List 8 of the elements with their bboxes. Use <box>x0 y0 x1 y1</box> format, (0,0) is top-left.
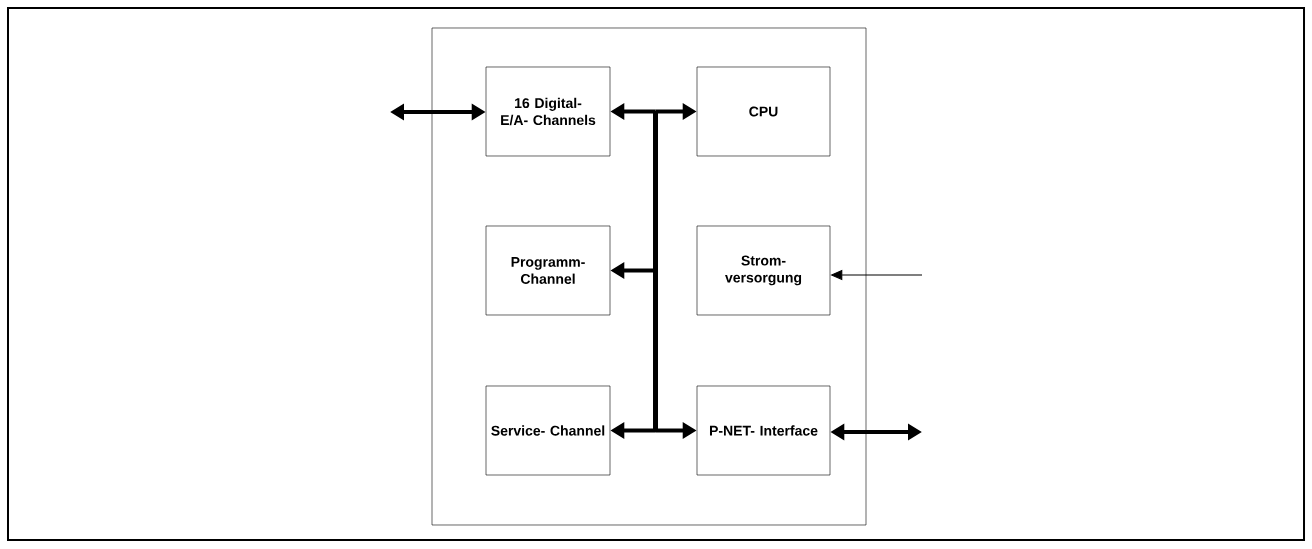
block-box: CPU <box>696 66 831 157</box>
arrow <box>831 270 923 280</box>
block-box: 16 Digital-E/A- Channels <box>485 66 611 157</box>
block-box: Programm- Channel <box>485 225 611 316</box>
module-frame <box>431 27 867 526</box>
block-box: Strom- versorgung <box>696 225 831 316</box>
block-box: Service- Channel <box>485 385 611 476</box>
block-box: P-NET- Interface <box>696 385 831 476</box>
